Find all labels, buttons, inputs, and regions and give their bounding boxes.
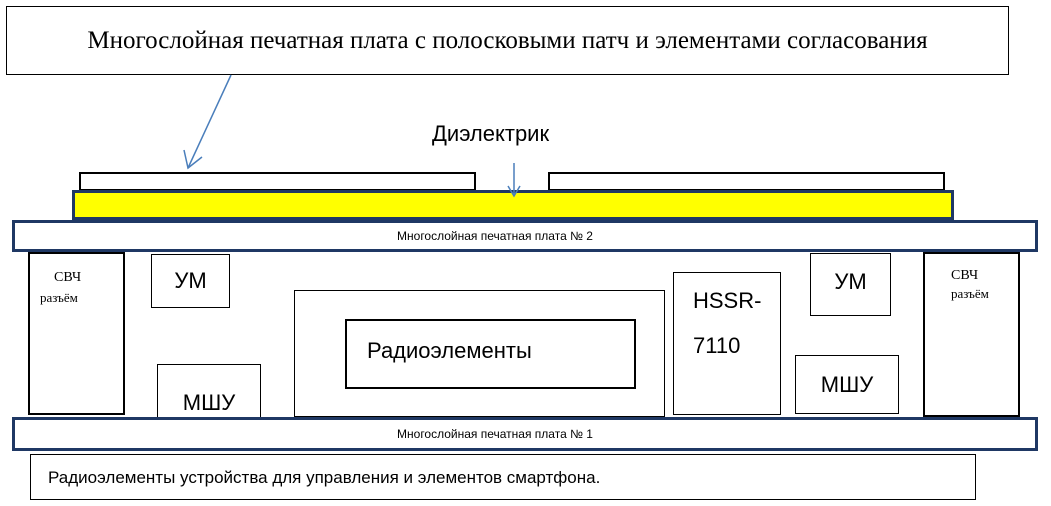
right-connector-line2: разъём [951,286,989,301]
left-lna-label: МШУ [182,390,236,415]
title-arrow [187,74,232,169]
right-connector-line1: СВЧ [951,268,979,283]
radioelements-label: Радиоэлементы [367,338,532,363]
patch-right [548,172,945,191]
right-power-amplifier: УМ [810,253,891,316]
pcb-1-label: Многослойная печатная плата № 1 [397,427,593,441]
footer-box: Радиоэлементы устройства для управления … [30,454,976,500]
title-text: Многослойная печатная плата с полосковым… [87,26,928,54]
hssr-line2: 7110 [693,333,741,358]
right-lna: МШУ [795,355,899,414]
left-power-amplifier: УМ [151,254,230,308]
pcb-1: Многослойная печатная плата № 1 [12,417,1038,451]
radioelements-box: Радиоэлементы [345,319,636,389]
right-pa-label: УМ [834,268,867,294]
footer-text: Радиоэлементы устройства для управления … [48,468,601,487]
right-lna-label: МШУ [820,371,874,397]
left-rf-connector: СВЧ разъём [28,252,125,415]
right-rf-connector: СВЧ разъём [923,252,1020,417]
left-pa-label: УМ [174,268,207,293]
title-box: Многослойная печатная плата с полосковым… [6,6,1009,75]
left-lna: МШУ [157,364,261,418]
left-connector-line1: СВЧ [54,270,82,285]
pcb-2-label: Многослойная печатная плата № 2 [397,229,593,243]
title-arrowhead [183,149,203,170]
hssr-switch: HSSR- 7110 [673,272,781,415]
dielectric-layer [72,190,954,220]
pcb-2: Многослойная печатная плата № 2 [12,220,1038,252]
dielectric-label: Диэлектрик [432,121,550,146]
patch-left [79,172,476,191]
hssr-line1: HSSR- [693,288,762,313]
left-connector-line2: разъём [40,290,78,305]
